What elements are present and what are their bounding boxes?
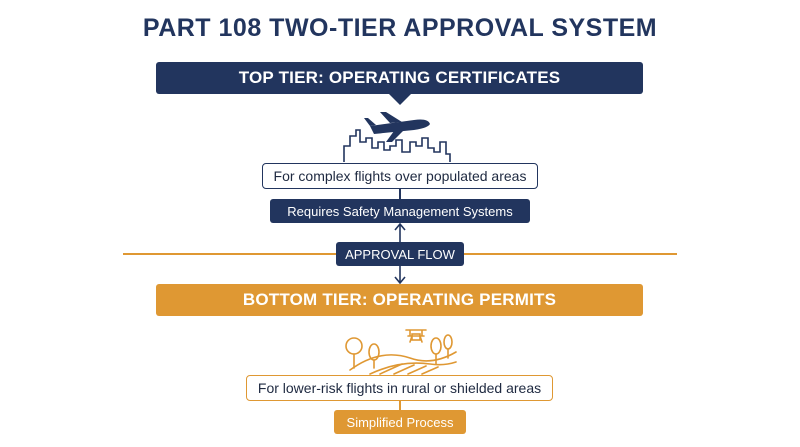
connector-line	[399, 189, 401, 199]
top-tier-description: For complex flights over populated areas	[262, 163, 538, 189]
approval-flow-badge: APPROVAL FLOW	[336, 242, 464, 266]
bottom-tier-banner: BOTTOM TIER: OPERATING PERMITS	[156, 284, 643, 316]
rural-drone-icon	[345, 329, 457, 375]
top-tier-banner: TOP TIER: OPERATING CERTIFICATES	[156, 62, 643, 94]
arrow-up-icon	[394, 222, 406, 242]
connector-line	[399, 401, 401, 410]
bottom-tier-requirement-badge: Simplified Process	[334, 410, 466, 434]
arrow-down-icon	[394, 266, 406, 285]
page-title: PART 108 TWO-TIER APPROVAL SYSTEM	[142, 14, 658, 42]
top-tier-pointer	[388, 93, 412, 105]
city-airplane-icon	[343, 112, 451, 162]
top-tier-requirement-badge: Requires Safety Management Systems	[270, 199, 530, 223]
bottom-tier-description: For lower-risk flights in rural or shiel…	[246, 375, 553, 401]
